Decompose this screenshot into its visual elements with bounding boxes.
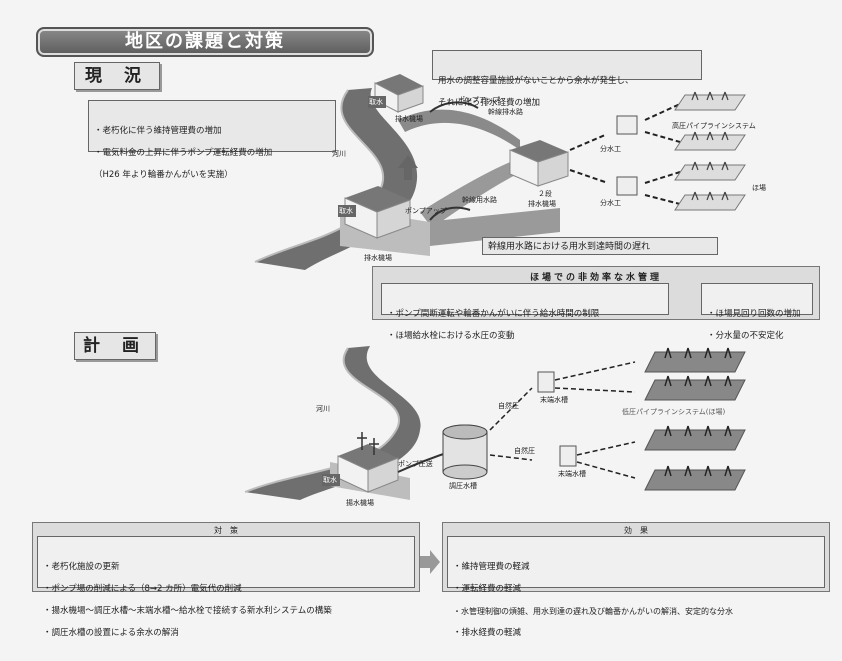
label-natural-pressure-2: 自然圧 <box>514 447 535 455</box>
delay-note: 幹線用水路における用水到達時間の遅れ <box>482 237 718 255</box>
measures-list: ・老朽化施設の更新 ・ポンプ場の削減による（8→2 カ所）電気代の削減 ・揚水機… <box>37 536 415 638</box>
effects-list: ・維持管理費の軽減 ・運転経費の軽減 ・水管理制御の煩雑、用水到達の遅れ及び輪番… <box>447 536 825 638</box>
label-trunk-drain: 幹線排水路 <box>488 108 523 116</box>
label-pump-up-1: ポンプアップ <box>458 96 500 104</box>
measure-item: ・老朽化施設の更新 <box>43 562 120 572</box>
inefficiency-results: ・ほ場見回り回数の増加 ・分水量の不安定化 <box>701 283 813 341</box>
note-line: 用水の調整容量施設がないことから余水が発生し、 <box>438 76 634 86</box>
label-intake-top: 取水 <box>369 98 383 106</box>
label-intake-bottom: 取水 <box>339 207 353 215</box>
effect-item: ・維持管理費の軽減 <box>453 562 530 572</box>
label-pump-up-2: ポンプアップ <box>405 207 447 215</box>
label-plan-pump-station: 揚水機場 <box>346 499 374 507</box>
label-hp-system: 高圧パイプラインシステム <box>672 122 756 130</box>
measure-item: ・ポンプ場の削減による（8→2 カ所）電気代の削減 <box>43 584 242 594</box>
current-illustration <box>244 74 746 574</box>
measures-panel: 対 策 ・老朽化施設の更新 ・ポンプ場の削減による（8→2 カ所）電気代の削減 … <box>32 522 420 638</box>
note-line: （H26 年より輪番かんがいを実施） <box>94 170 233 180</box>
label-river-plan: 河川 <box>316 405 330 413</box>
label-trunk-canal: 幹線用水路 <box>462 196 497 204</box>
label-regulating-tank: 調圧水槽 <box>449 482 477 490</box>
label-two-stage: ２段 <box>538 190 552 198</box>
inefficiency-causes: ・ポンプ間断運転や輪番かんがいに伴う給水時間の制限 ・ほ場給水栓における水圧の変… <box>381 283 669 341</box>
current-section-label: 現 況 <box>74 62 160 90</box>
measure-item: ・調圧水槽の設置による余水の解消 <box>43 628 179 638</box>
label-two-stage-station: 排水機場 <box>528 200 556 208</box>
page-title: 地区の課題と対策 <box>36 27 374 57</box>
label-river-current: 河川 <box>332 150 346 158</box>
pump-station-building <box>374 74 424 113</box>
current-top-note: 用水の調整容量施設がないことから余水が発生し、 それに伴う排水経費の増加 <box>432 50 702 108</box>
label-end-tank-2: 末端水槽 <box>558 470 586 478</box>
cause-item: ・ポンプ間断運転や輪番かんがいに伴う給水時間の制限 <box>387 309 600 319</box>
result-item: ・分水量の不安定化 <box>707 331 784 341</box>
label-branch-1: 分水工 <box>600 145 621 153</box>
effect-item: ・運転経費の軽減 <box>453 584 522 594</box>
effects-panel: 効 果 ・維持管理費の軽減 ・運転経費の軽減 ・水管理制御の煩雑、用水到達の遅れ… <box>442 522 830 638</box>
measure-item: ・揚水機場～調圧水槽～末端水槽～給水栓で接続する新水利システムの構築 <box>43 606 332 616</box>
plan-section-label: 計 画 <box>74 332 156 360</box>
inefficiency-panel: ほ場での非効率な水管理 ・ポンプ間断運転や輪番かんがいに伴う給水時間の制限 ・ほ… <box>372 266 820 341</box>
result-item: ・ほ場見回り回数の増加 <box>707 309 801 319</box>
note-line: ・老朽化に伴う維持管理費の増加 <box>94 126 222 136</box>
current-left-note: ・老朽化に伴う維持管理費の増加 ・電気料金の上昇に伴うポンプ運転経費の増加 （H… <box>88 100 336 180</box>
label-field: ほ場 <box>752 184 766 192</box>
label-plan-intake: 取水 <box>323 476 337 484</box>
label-pump-pressure: ポンプ圧送 <box>398 460 433 468</box>
label-lp-system: 低圧パイプラインシステム(ほ場) <box>622 408 726 416</box>
label-pump-station-top: 排水機場 <box>395 115 423 123</box>
label-branch-2: 分水工 <box>600 199 621 207</box>
note-line: ・電気料金の上昇に伴うポンプ運転経費の増加 <box>94 148 273 158</box>
effects-header: 効 果 <box>624 526 648 535</box>
measures-header: 対 策 <box>214 526 238 535</box>
inefficiency-title: ほ場での非効率な水管理 <box>529 273 662 283</box>
note-line: それに伴う排水経費の増加 <box>438 98 541 108</box>
cause-item: ・ほ場給水栓における水圧の変動 <box>387 331 515 341</box>
effect-item: ・水管理制御の煩雑、用水到達の遅れ及び輪番かんがいの解消、安定的な分水 <box>453 607 733 616</box>
effect-item: ・排水経費の軽減 <box>453 628 522 638</box>
label-end-tank-1: 末端水槽 <box>540 396 568 404</box>
label-natural-pressure-1: 自然圧 <box>498 402 519 410</box>
label-pump-station-bottom: 排水機場 <box>364 254 392 262</box>
